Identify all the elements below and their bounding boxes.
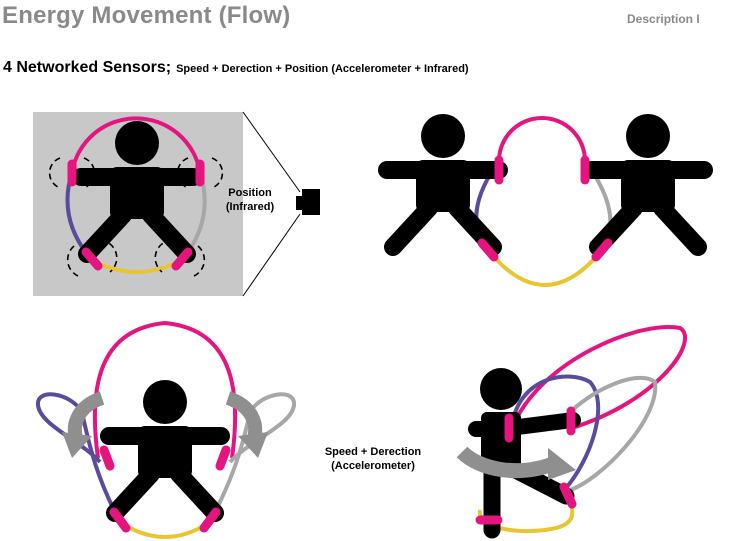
- purple-loop: [36, 392, 122, 523]
- magenta-loop: [510, 325, 687, 430]
- person-figure-right: [592, 114, 704, 247]
- subtitle: 4 Networked Sensors; Speed + Derection + …: [3, 59, 469, 77]
- person-figure-left: [387, 114, 499, 247]
- gray-loop: [568, 375, 658, 492]
- speed-label: Speed + Derection (Accelerometer): [306, 445, 440, 473]
- description-tag: Description I: [627, 12, 700, 26]
- sensor-bands: [99, 445, 231, 533]
- sensor-bands: [67, 159, 205, 271]
- speed-label-line2: (Accelerometer): [331, 460, 415, 472]
- yellow-ring-arc: [486, 248, 604, 287]
- yellow-arc: [118, 520, 212, 539]
- magenta-ring-arc: [497, 116, 587, 162]
- position-label: Position (Infrared): [212, 186, 288, 214]
- magenta-ring-arc: [70, 116, 202, 173]
- person-figure: [109, 380, 221, 513]
- sensor-right-ankle: [171, 247, 193, 271]
- sensor-bands: [477, 155, 613, 262]
- rotation-arrow-left-icon: [62, 391, 105, 458]
- infrared-camera-icon: [296, 189, 320, 215]
- gray-loop: [208, 392, 296, 523]
- speed-label-line1: Speed + Derection: [324, 446, 422, 458]
- projection-line-top: [242, 111, 301, 193]
- projection-line-bottom: [242, 213, 301, 297]
- subtitle-main: 4 Networked Sensors;: [3, 59, 172, 76]
- person-figure-side: [468, 368, 581, 539]
- sensor-bands: [475, 406, 577, 525]
- position-label-line1: Position: [228, 187, 272, 199]
- position-label-line2: (Infrared): [225, 201, 275, 213]
- rotation-arrow-right-icon: [225, 391, 268, 458]
- page-title: Energy Movement (Flow): [2, 2, 291, 29]
- panel-rotation-side: [456, 325, 687, 539]
- panel-rotation-front: [36, 320, 296, 539]
- motion-marks: [48, 157, 224, 277]
- subtitle-detail: Speed + Derection + Position (Accelerome…: [176, 63, 469, 75]
- purple-loop: [510, 374, 601, 490]
- panel-body-sensors: [33, 112, 243, 296]
- rotation-arrow-icon: [456, 446, 576, 480]
- panel-two-people: [387, 114, 704, 287]
- sensor-left-ankle: [81, 247, 103, 271]
